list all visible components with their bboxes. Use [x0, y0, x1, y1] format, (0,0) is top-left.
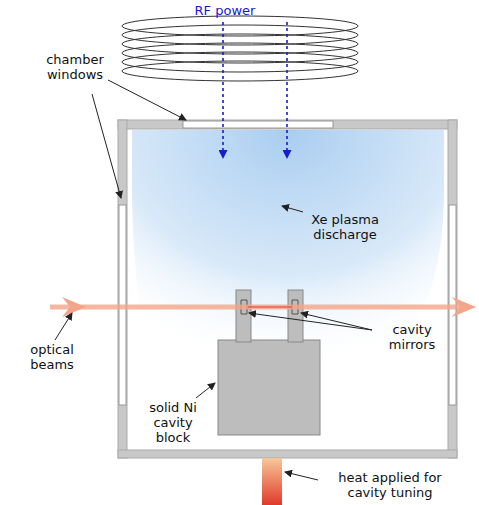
cavity-block — [218, 290, 320, 435]
part-label: optical beams — [12, 342, 92, 372]
part-label: chamber windows — [30, 52, 120, 82]
signal-label: RF power — [170, 3, 280, 18]
rf-arrows — [223, 22, 287, 158]
chamber-wall — [118, 120, 457, 458]
note-label: heat applied for cavity tuning — [320, 470, 460, 500]
leader-lines — [55, 80, 372, 480]
cavity-mirror — [241, 300, 298, 314]
rf-coil — [122, 16, 358, 81]
part-label: Xe plasma discharge — [300, 212, 390, 242]
part-label: cavity mirrors — [374, 322, 450, 352]
part-label: solid Ni cavity block — [140, 400, 206, 445]
optical-beam — [50, 297, 476, 317]
heater — [262, 458, 282, 505]
